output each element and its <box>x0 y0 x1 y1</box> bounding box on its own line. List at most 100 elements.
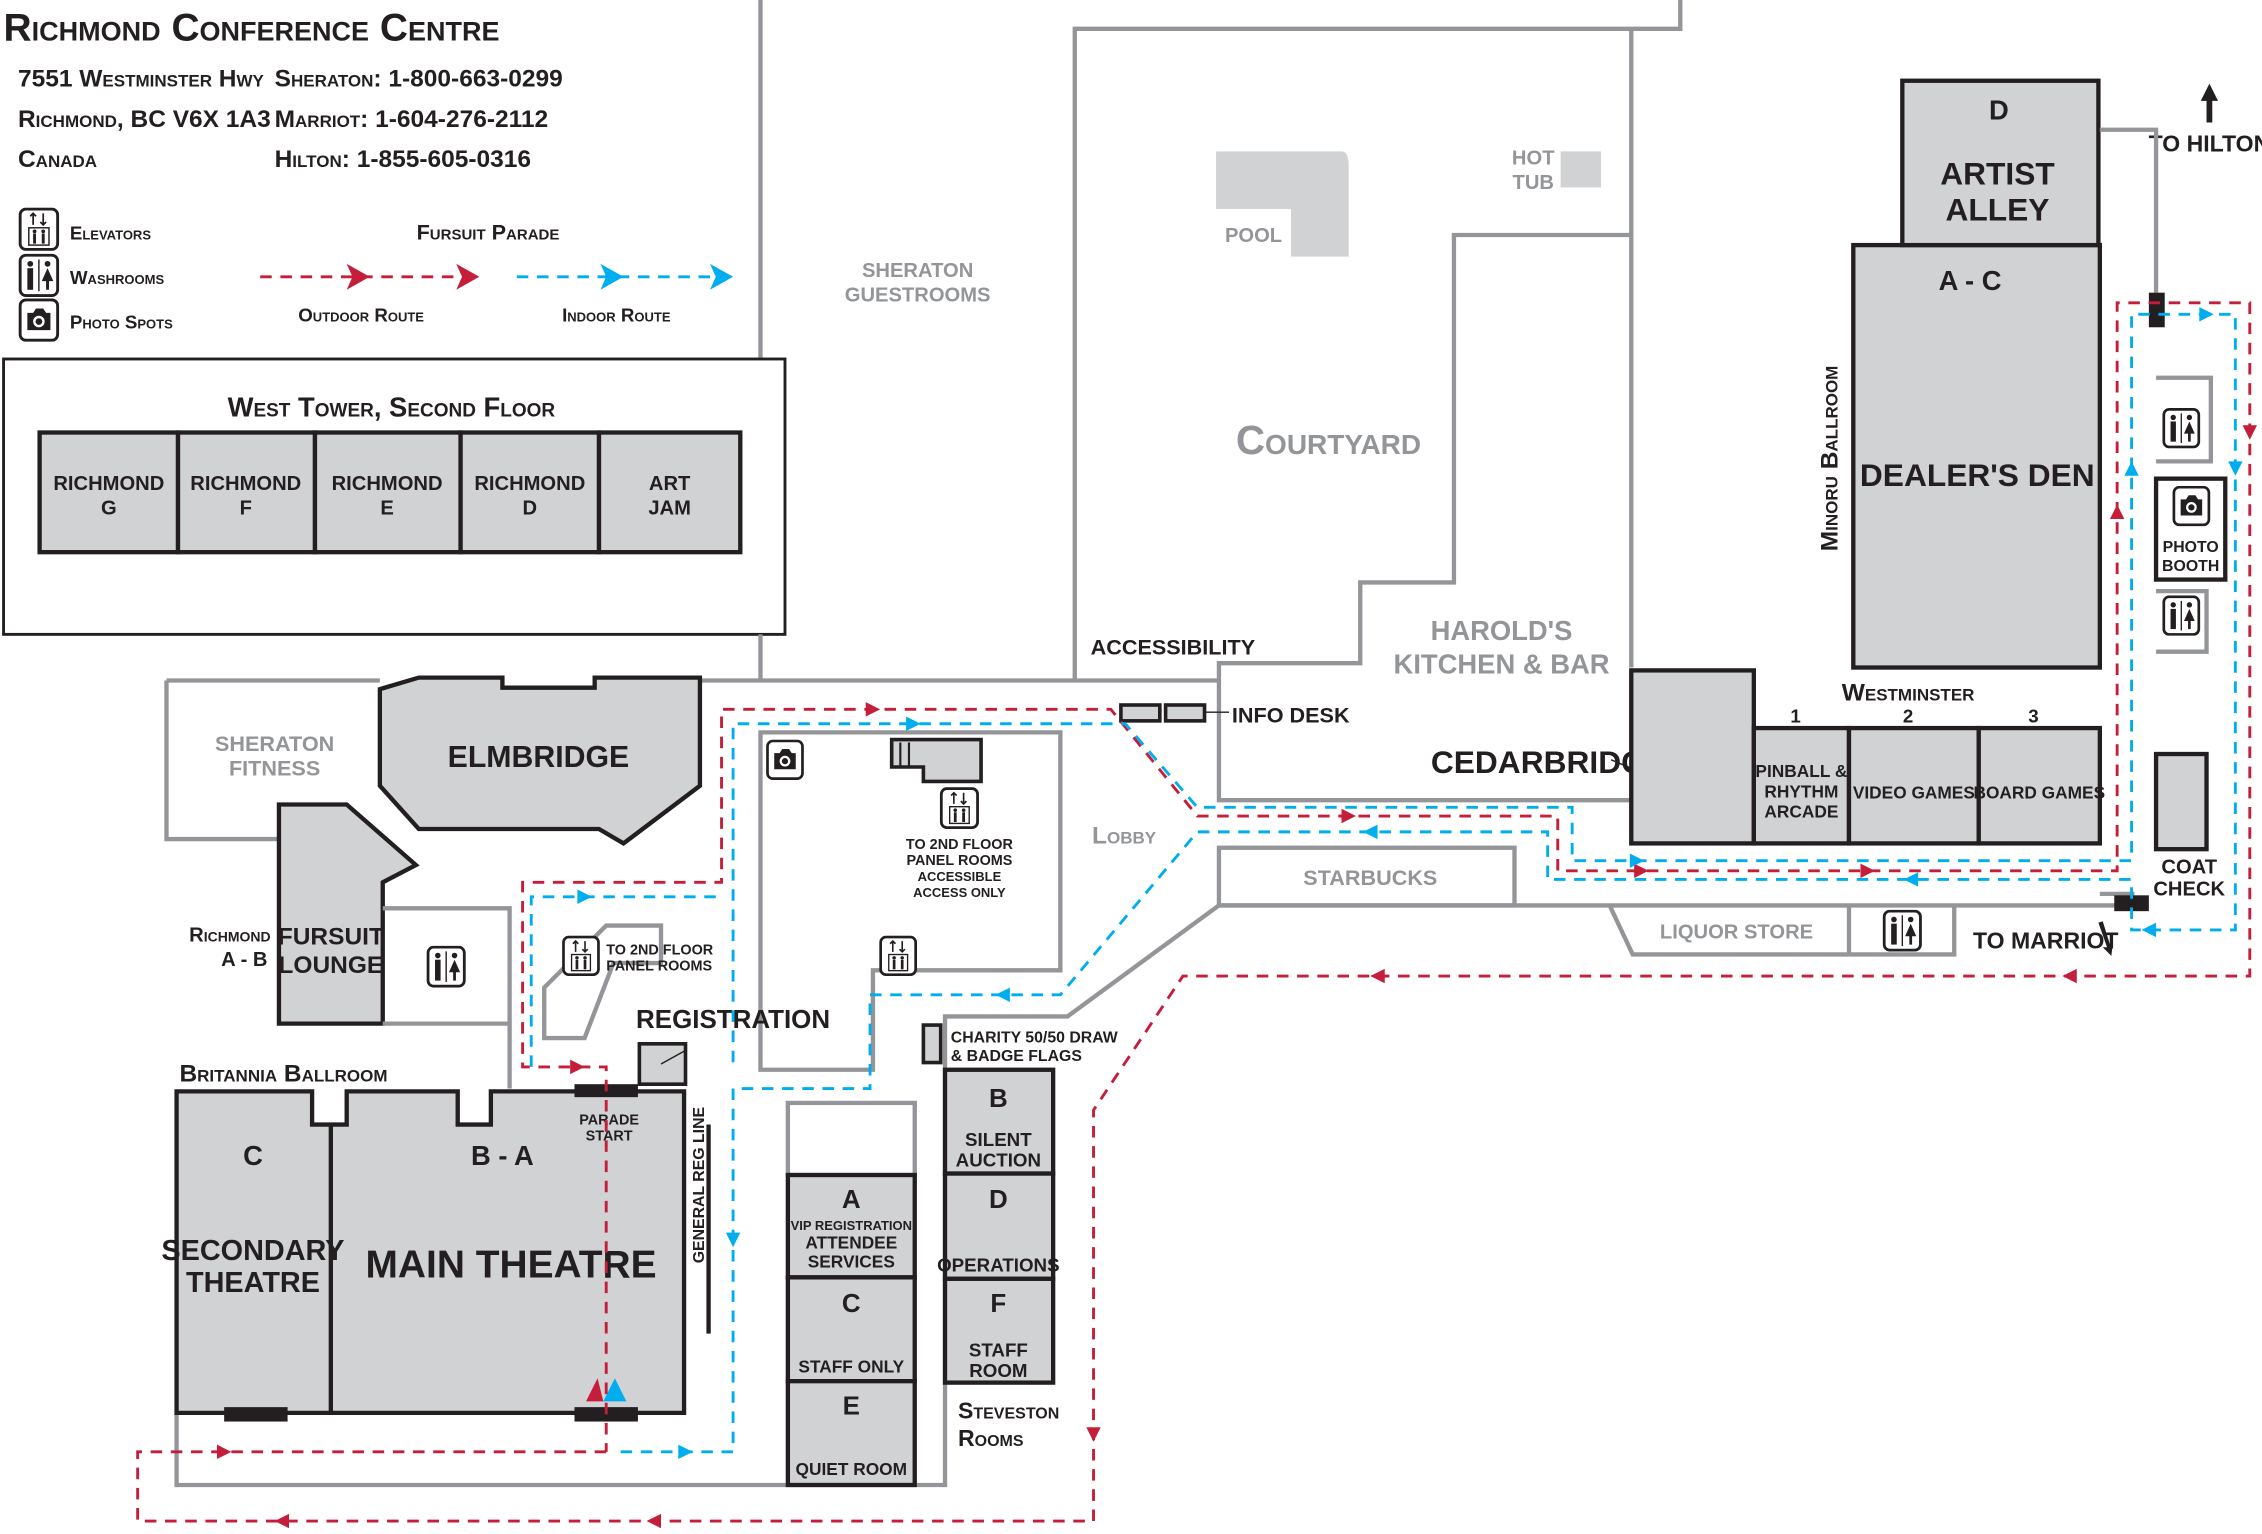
room-westminster-3[interactable] <box>1976 725 2103 846</box>
map-label: PINBALL & <box>1755 761 1847 781</box>
starbucks[interactable] <box>1216 845 1517 908</box>
room-main-theatre[interactable] <box>174 1089 687 1416</box>
map-label: D <box>1989 95 2009 126</box>
map-label: SHERATON <box>215 731 334 756</box>
map-label: KITCHEN & BAR <box>1394 648 1610 679</box>
camera-icon <box>2172 485 2211 527</box>
map-label: Canada <box>18 146 97 173</box>
elevator-icon <box>879 935 918 977</box>
info-desk[interactable] <box>1163 703 1207 723</box>
map-label: B - A <box>471 1140 534 1171</box>
map-label: G <box>101 498 117 520</box>
map-label: ART <box>649 473 691 495</box>
coat-check[interactable] <box>2153 751 2209 852</box>
map-label: VIDEO GAMES <box>1853 783 1975 803</box>
map-label: Rooms <box>958 1425 1024 1451</box>
map-label: JAM <box>648 498 691 520</box>
minoru-ballroom-label: Minoru Ballroom <box>1816 366 1843 552</box>
map-label: AUCTION <box>956 1149 1041 1170</box>
map-label: RHYTHM <box>1764 781 1838 801</box>
courtyard-label: Courtyard <box>1236 417 1421 463</box>
map-label: ACCESS ONLY <box>913 885 1006 900</box>
sheraton-fitness <box>164 678 380 842</box>
map-label: Sheraton: 1-800-663-0299 <box>275 66 563 93</box>
map-label: D <box>523 498 538 520</box>
map-label: ACCESSIBLE <box>918 869 1002 884</box>
map-label: Washrooms <box>70 267 165 288</box>
room-dealers-den[interactable] <box>1851 242 2103 670</box>
map-label: 1 <box>1790 705 1800 726</box>
map-label: SECONDARY <box>161 1235 344 1267</box>
map-label: PANEL ROOMS <box>606 958 712 974</box>
map-label: ALLEY <box>1946 192 2050 228</box>
washroom-icon <box>2162 408 2201 449</box>
outdoor-route <box>136 301 2252 1523</box>
map-label: GUESTROOMS <box>845 284 991 306</box>
map-label: Elevators <box>70 222 151 243</box>
map-label: B <box>989 1085 1008 1113</box>
map-label: VIP REGISTRATION <box>791 1218 912 1233</box>
map-label: ELMBRIDGE <box>448 741 630 774</box>
room-richmond-e[interactable] <box>312 430 463 555</box>
room-fursuit-lounge[interactable] <box>276 802 420 1026</box>
stairs-icon <box>889 737 983 784</box>
indoor-route <box>529 312 2237 1454</box>
room-art-jam[interactable] <box>596 430 743 555</box>
map-label: RICHMOND <box>474 473 585 495</box>
map-label: BOOTH <box>2162 558 2219 575</box>
accessibility-label: ACCESSIBILITY <box>1091 635 1256 660</box>
arrow-up-icon <box>2200 83 2219 123</box>
map-label: OPERATIONS <box>937 1255 1059 1276</box>
washroom-icon <box>2162 595 2201 636</box>
map-label: PANEL ROOMS <box>906 853 1012 869</box>
map-label: PARADE <box>579 1113 639 1129</box>
elevator-icon <box>939 787 979 829</box>
map-label: LOUNGE <box>278 952 383 979</box>
map-label: QUIET ROOM <box>796 1459 907 1479</box>
map-label: Outdoor Route <box>298 305 424 326</box>
map-label: START <box>586 1128 633 1144</box>
map-label: LIQUOR STORE <box>1660 922 1813 944</box>
map-label: Steveston <box>958 1398 1059 1424</box>
map-label: SILENT <box>965 1129 1032 1150</box>
map-label: ARTIST <box>1940 156 2055 192</box>
info-desk[interactable] <box>1119 703 1162 723</box>
map-label: DEALER'S DEN <box>1860 457 2095 493</box>
room-westminster-2[interactable] <box>1846 725 1981 846</box>
general-reg-line-label: GENERAL REG LINE <box>691 1107 708 1263</box>
map-label: STAFF ONLY <box>798 1357 904 1377</box>
map-label: Richmond <box>189 924 270 946</box>
map-label: Richmond, BC V6X 1A3 <box>18 106 271 133</box>
map-label: RICHMOND <box>53 473 164 495</box>
map-label: Indoor Route <box>562 305 671 326</box>
map-label: TUB <box>1513 172 1554 194</box>
map-label: SHERATON <box>862 260 973 282</box>
hot-tub <box>1560 151 1602 188</box>
room-cedarbridge[interactable] <box>1629 668 1756 846</box>
arrow-down-icon <box>2098 921 2113 956</box>
map-label: Hilton: 1-855-605-0316 <box>275 146 531 173</box>
room-steveston-e[interactable] <box>785 1379 917 1488</box>
washroom-icon <box>426 945 466 988</box>
map-label: INFO DESK <box>1232 702 1350 727</box>
map-label: TO 2ND FLOOR <box>906 837 1014 853</box>
room-steveston-f[interactable] <box>942 1276 1056 1385</box>
map-label: ARCADE <box>1764 801 1838 821</box>
camera-icon <box>766 739 804 780</box>
map-label: TO HILTON <box>2149 130 2262 156</box>
room-steveston-a[interactable] <box>785 1172 917 1280</box>
registration-area <box>758 730 1063 1072</box>
room-artist-alley[interactable] <box>1900 78 2101 248</box>
map-label: HAROLD'S <box>1431 615 1573 646</box>
room-elmbridge[interactable] <box>377 675 703 847</box>
venue-title: Richmond Conference Centre <box>4 6 500 49</box>
map-label: 7551 Westminster Hwy <box>18 66 265 93</box>
map-label: COAT <box>2161 857 2217 879</box>
map-label: ROOM <box>969 1360 1027 1381</box>
map-label: Fursuit Parade <box>417 219 560 244</box>
map-label: A - B <box>221 949 267 971</box>
map-label: HOT <box>1512 147 1555 169</box>
map-label: Photo Spots <box>70 312 173 333</box>
map-label: Marriot: 1-604-276-2112 <box>275 106 549 133</box>
